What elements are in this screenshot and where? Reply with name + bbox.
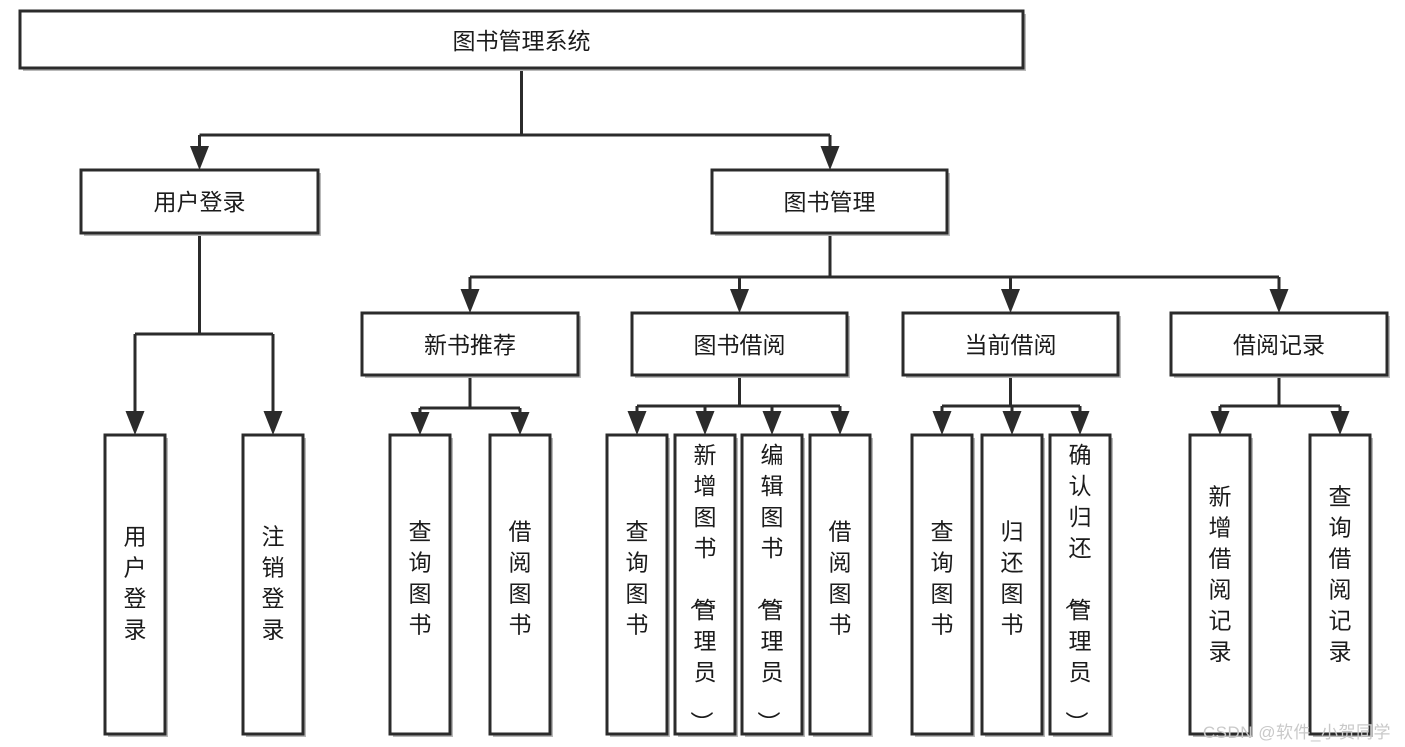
arrow-head-leaf-add-record: [1210, 411, 1230, 435]
node-leaf-borrow-book-rec-box: [488, 433, 552, 736]
arrow-head-leaf-query-record: [1330, 411, 1350, 435]
node-layer: 图书管理系统 用户登录 图书管理 新书推荐: [18, 9, 1390, 737]
node-user-login[interactable]: 用户登录: [79, 168, 321, 236]
node-leaf-edit-book[interactable]: 编辑图书（管理员）: [740, 433, 805, 737]
node-leaf-add-record-label: 新增借阅记录: [1209, 484, 1232, 665]
arrow-head-leaf-query-book-current: [932, 411, 952, 435]
node-borrow-record-label: 借阅记录: [1233, 332, 1325, 358]
node-current-borrow[interactable]: 当前借阅: [901, 311, 1121, 378]
node-leaf-query-book-current[interactable]: 查询图书: [910, 433, 975, 737]
node-leaf-query-book-current-box: [910, 433, 974, 736]
node-leaf-return-book[interactable]: 归还图书: [980, 433, 1045, 737]
node-borrow-record-box: [1169, 311, 1389, 377]
node-leaf-query-book-borrow[interactable]: 查询图书: [605, 433, 670, 737]
node-leaf-user-login-box: [103, 433, 167, 736]
node-leaf-return-book-label: 归还图书: [1001, 519, 1024, 638]
node-leaf-query-record-box: [1308, 433, 1372, 736]
node-leaf-confirm-return[interactable]: 确认归还（管理员）: [1048, 433, 1113, 737]
arrow-head-new-book-recommend: [460, 289, 480, 313]
node-book-management-label: 图书管理: [784, 189, 876, 215]
node-user-login-label: 用户登录: [154, 189, 246, 215]
node-book-borrow-label: 图书借阅: [694, 332, 786, 358]
node-leaf-user-login-label: 用户登录: [124, 524, 147, 643]
arrow-head-leaf-query-book-rec: [410, 412, 430, 435]
node-leaf-add-record[interactable]: 新增借阅记录: [1188, 433, 1253, 737]
node-leaf-query-book-borrow-label: 查询图书: [626, 519, 649, 638]
arrow-head-book-management: [820, 146, 840, 170]
arrow-head-leaf-logout: [263, 411, 283, 435]
node-leaf-query-book-rec-label: 查询图书: [409, 519, 432, 638]
node-root[interactable]: 图书管理系统: [18, 9, 1026, 71]
node-leaf-logout[interactable]: 注销登录: [241, 433, 306, 737]
node-book-management[interactable]: 图书管理: [710, 168, 950, 236]
node-new-book-recommend-box: [360, 311, 580, 377]
arrow-head-leaf-confirm-return: [1070, 411, 1090, 435]
node-root-box: [18, 9, 1025, 70]
node-leaf-query-book-rec-box: [388, 433, 452, 736]
arrow-head-leaf-edit-book: [762, 411, 782, 435]
node-leaf-query-record-label: 查询借阅记录: [1329, 484, 1352, 665]
arrow-head-leaf-query-book-borrow: [627, 411, 647, 435]
node-leaf-confirm-return-box: [1048, 433, 1112, 736]
node-leaf-return-book-box: [980, 433, 1044, 736]
node-root-label: 图书管理系统: [453, 28, 591, 54]
node-leaf-query-book-borrow-box: [605, 433, 669, 736]
node-leaf-add-book-label: 新增图书（管理员）: [689, 442, 717, 734]
node-book-borrow[interactable]: 图书借阅: [630, 311, 850, 378]
node-leaf-borrow-book-rec-label: 借阅图书: [509, 519, 532, 638]
node-new-book-recommend[interactable]: 新书推荐: [360, 311, 581, 378]
node-book-management-box: [710, 168, 949, 235]
node-user-login-box: [79, 168, 320, 235]
node-leaf-edit-book-label: 编辑图书（管理员）: [756, 442, 784, 734]
csdn-watermark: CSDN @软件_小贺同学: [1202, 723, 1391, 742]
node-leaf-logout-label: 注销登录: [262, 524, 285, 643]
node-leaf-edit-book-box: [740, 433, 804, 736]
node-book-borrow-box: [630, 311, 849, 377]
arrow-head-user-login: [190, 146, 209, 170]
arrow-head-current-borrow: [1001, 289, 1020, 313]
node-leaf-query-record[interactable]: 查询借阅记录: [1308, 433, 1373, 737]
node-leaf-borrow-book-box: [808, 433, 872, 736]
node-leaf-query-book-current-label: 查询图书: [931, 519, 954, 638]
node-new-book-recommend-label: 新书推荐: [424, 332, 516, 358]
node-leaf-borrow-book-label: 借阅图书: [829, 519, 852, 638]
node-leaf-borrow-book-rec[interactable]: 借阅图书: [488, 433, 553, 737]
node-borrow-record[interactable]: 借阅记录: [1169, 311, 1390, 378]
node-leaf-confirm-return-label: 确认归还（管理员）: [1064, 442, 1092, 734]
node-current-borrow-box: [901, 311, 1120, 377]
node-leaf-add-record-box: [1188, 433, 1252, 736]
node-leaf-query-book-rec[interactable]: 查询图书: [388, 433, 453, 737]
arrow-head-leaf-borrow-book-rec: [510, 412, 530, 435]
node-leaf-logout-box: [241, 433, 305, 736]
node-leaf-borrow-book[interactable]: 借阅图书: [808, 433, 873, 737]
arrow-head-leaf-borrow-book: [830, 411, 850, 435]
connector-layer: [125, 68, 1350, 435]
arrow-head-leaf-user-login: [125, 411, 145, 435]
node-current-borrow-label: 当前借阅: [965, 332, 1057, 358]
node-leaf-add-book[interactable]: 新增图书（管理员）: [673, 433, 738, 737]
arrow-head-leaf-return-book: [1002, 411, 1022, 435]
arrow-head-leaf-add-book: [695, 411, 715, 435]
node-leaf-add-book-box: [673, 433, 737, 736]
arrow-head-book-borrow: [730, 289, 749, 313]
node-leaf-user-login[interactable]: 用户登录: [103, 433, 168, 737]
arrow-head-borrow-record: [1269, 289, 1289, 313]
